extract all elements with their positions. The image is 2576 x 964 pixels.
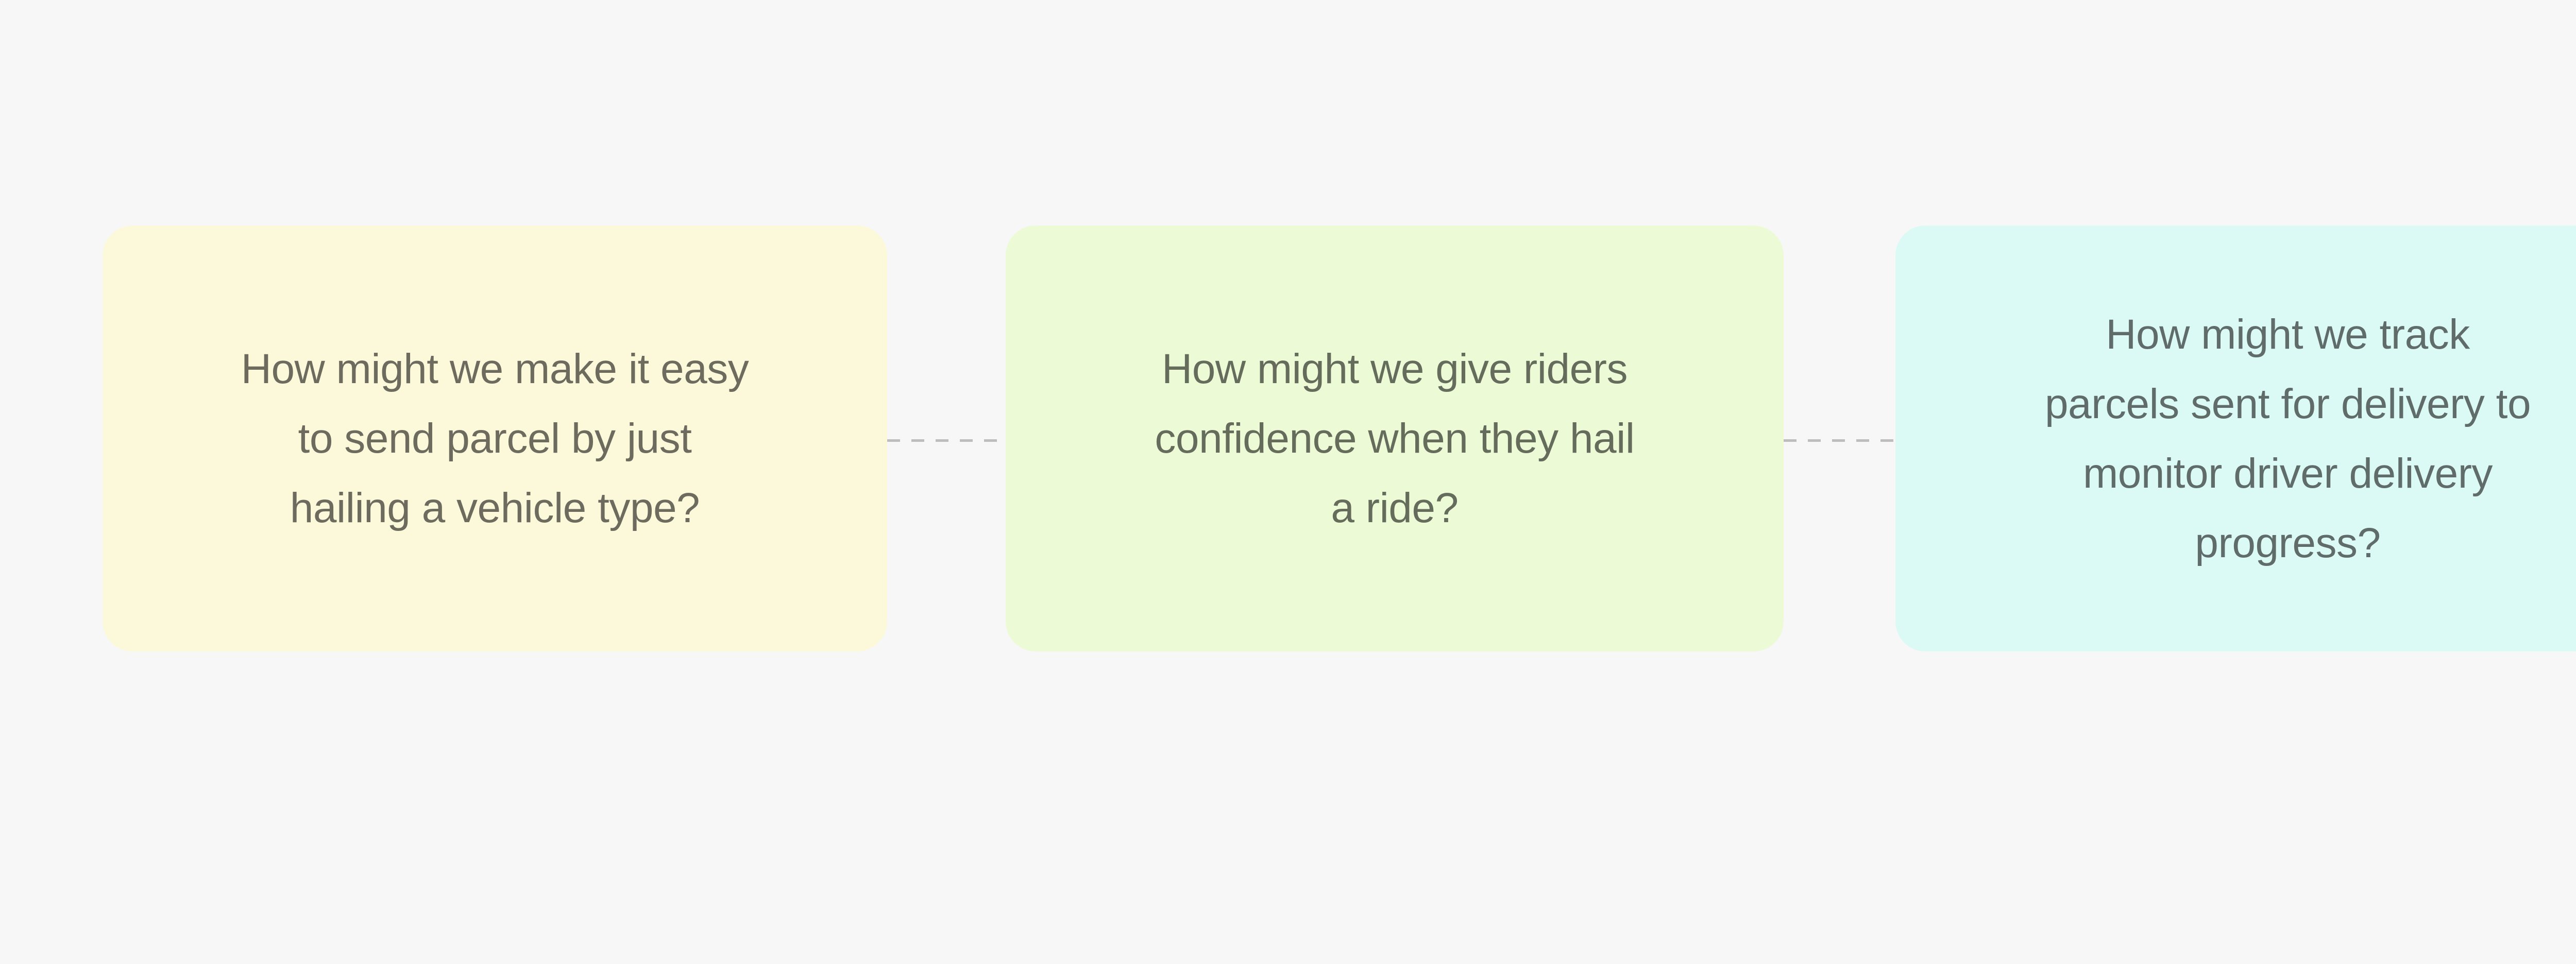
connector-dashed-line[interactable] [887, 439, 1006, 442]
sticky-note-text: How might we track parcels sent for deli… [2044, 311, 2531, 566]
sticky-note-parcel-vehicle-type[interactable]: How might we make it easy to send parcel… [103, 226, 887, 651]
sticky-note-track-parcels[interactable]: How might we track parcels sent for deli… [1895, 226, 2576, 651]
sticky-note-rider-confidence[interactable]: How might we give riders confidence when… [1006, 226, 1784, 651]
connector-dashed-line[interactable] [1784, 439, 1895, 442]
sticky-note-text: How might we give riders confidence when… [1155, 346, 1635, 531]
sticky-note-text: How might we make it easy to send parcel… [241, 346, 749, 531]
